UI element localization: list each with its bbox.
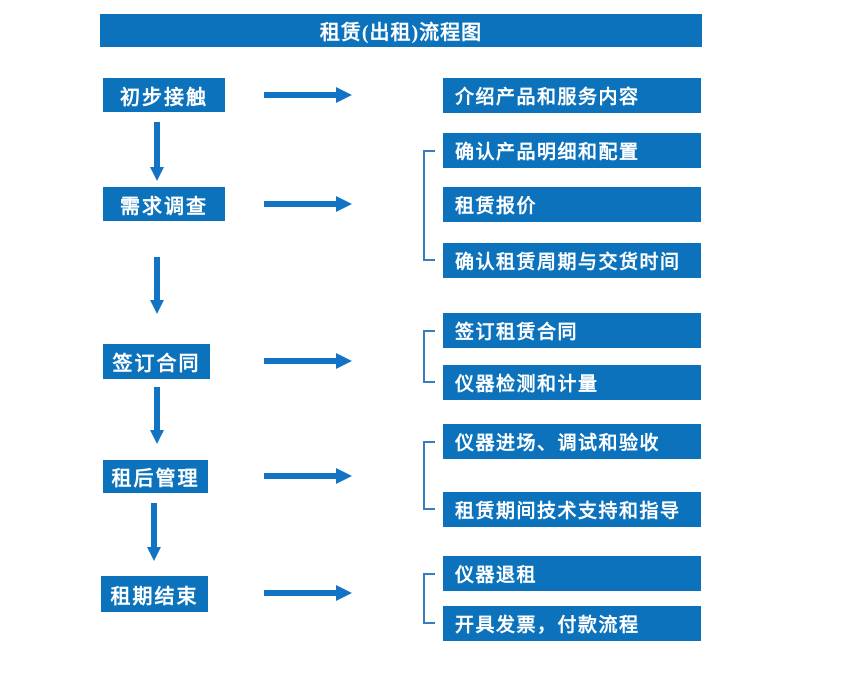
detail-box-confirm-product-details: 确认产品明细和配置 bbox=[443, 133, 701, 168]
group-bracket bbox=[423, 441, 435, 510]
detail-box-introduce-products: 介绍产品和服务内容 bbox=[443, 78, 701, 113]
detail-box-instrument-setup-acceptance: 仪器进场、调试和验收 bbox=[443, 424, 701, 459]
step-box-sign-contract: 签订合同 bbox=[103, 344, 210, 379]
detail-box-sign-rental-contract: 签订租赁合同 bbox=[443, 313, 701, 348]
step-box-initial-contact: 初步接触 bbox=[103, 78, 225, 112]
detail-box-instrument-testing: 仪器检测和计量 bbox=[443, 365, 701, 400]
detail-box-instrument-return: 仪器退租 bbox=[443, 556, 701, 591]
flow-arrow-right-icon bbox=[264, 196, 352, 212]
flow-arrow-down-icon bbox=[147, 503, 161, 561]
detail-box-invoice-payment: 开具发票，付款流程 bbox=[443, 606, 701, 641]
step-box-post-rental-management: 租后管理 bbox=[103, 460, 208, 493]
flow-arrow-down-icon bbox=[150, 387, 164, 444]
group-bracket bbox=[423, 150, 435, 261]
detail-box-technical-support: 租赁期间技术支持和指导 bbox=[443, 492, 701, 527]
step-box-lease-end: 租期结束 bbox=[101, 576, 208, 612]
flow-arrow-right-icon bbox=[264, 468, 352, 484]
flow-arrow-right-icon bbox=[264, 353, 352, 369]
group-bracket bbox=[423, 573, 435, 624]
group-bracket bbox=[423, 330, 435, 383]
step-box-demand-survey: 需求调查 bbox=[103, 187, 225, 221]
flow-arrow-right-icon bbox=[264, 87, 352, 103]
flow-arrow-right-icon bbox=[264, 585, 352, 601]
detail-box-confirm-rental-period: 确认租赁周期与交货时间 bbox=[443, 243, 701, 278]
detail-box-rental-quote: 租赁报价 bbox=[443, 187, 701, 222]
flowchart-title: 租赁(出租)流程图 bbox=[100, 14, 702, 47]
flow-arrow-down-icon bbox=[150, 122, 164, 181]
flow-arrow-down-icon bbox=[150, 257, 164, 314]
